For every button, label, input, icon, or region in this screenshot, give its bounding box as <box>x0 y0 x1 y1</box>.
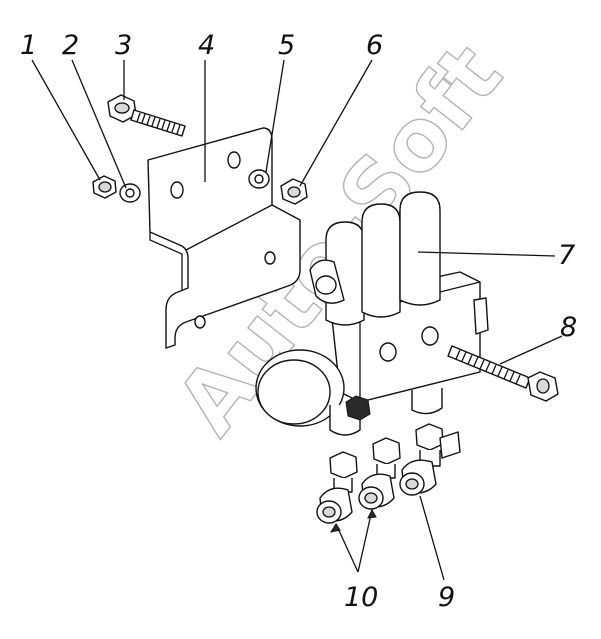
callout-1: 1 <box>20 30 37 61</box>
part-10-fittings <box>316 437 401 524</box>
part-3-bolt <box>107 94 186 137</box>
part-2-washer <box>119 183 141 203</box>
callout-4: 4 <box>198 30 215 61</box>
leader-10b <box>357 509 373 573</box>
leader-6 <box>299 59 373 187</box>
callout-10: 10 <box>344 582 378 613</box>
callout-7: 7 <box>558 240 575 271</box>
part-7-valve-block <box>255 191 489 436</box>
callout-5: 5 <box>278 30 295 61</box>
leader-1 <box>31 59 101 181</box>
callout-labels: 1 2 3 4 5 6 7 8 9 10 <box>20 30 577 613</box>
leader-5 <box>265 59 285 173</box>
leader-9 <box>419 495 445 581</box>
callout-6: 6 <box>366 30 383 61</box>
leader-10a <box>335 523 359 573</box>
callout-8: 8 <box>560 312 577 343</box>
part-6-nut <box>280 178 308 205</box>
callout-9: 9 <box>438 582 455 613</box>
part-9-fitting <box>399 423 461 496</box>
part-5-washer <box>248 169 270 189</box>
leader-2 <box>71 59 127 189</box>
part-8-bolt <box>447 345 559 402</box>
leader-8 <box>499 335 563 365</box>
part-1-nut <box>92 175 117 199</box>
leader-lines <box>31 59 563 581</box>
callout-3: 3 <box>115 30 132 61</box>
callout-2: 2 <box>62 30 79 61</box>
leader-7 <box>417 251 556 257</box>
